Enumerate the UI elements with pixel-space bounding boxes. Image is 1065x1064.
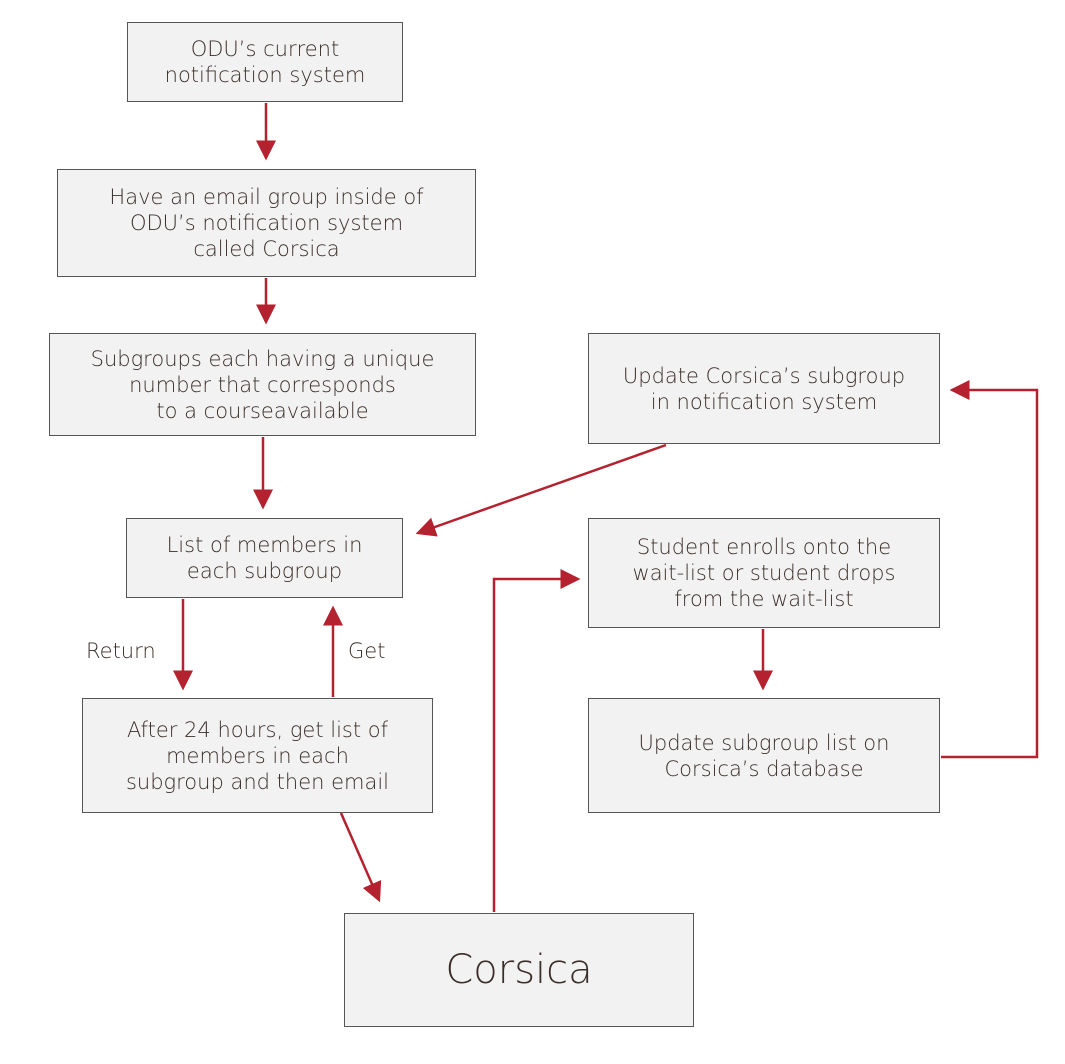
- after-24-hours-node: After 24 hours, get list of members in e…: [82, 698, 433, 813]
- update-subgroup-node: Update Corsica’s subgroup in notificatio…: [588, 333, 940, 444]
- corsica-node: Corsica: [344, 913, 694, 1027]
- arrow-corsica-to-student-enrolls: [492, 569, 581, 912]
- arrow-update-database-to-update-subgroup: [941, 380, 1039, 759]
- get-label: Get: [348, 639, 386, 663]
- update-database-node: Update subgroup list on Corsica’s databa…: [588, 698, 940, 813]
- subgroups-node: Subgroups each having a unique number th…: [49, 333, 476, 436]
- odu-current-notification-node: ODU’s current notification system: [127, 22, 403, 102]
- arrow-update-subgroup-to-list: [415, 443, 667, 537]
- list-members-node: List of members in each subgroup: [126, 518, 403, 598]
- arrow-after24-to-corsica: [339, 812, 382, 903]
- return-label: Return: [86, 639, 156, 663]
- email-group-node: Have an email group inside of ODU’s noti…: [57, 169, 476, 277]
- student-enrolls-node: Student enrolls onto the wait-list or st…: [588, 518, 940, 628]
